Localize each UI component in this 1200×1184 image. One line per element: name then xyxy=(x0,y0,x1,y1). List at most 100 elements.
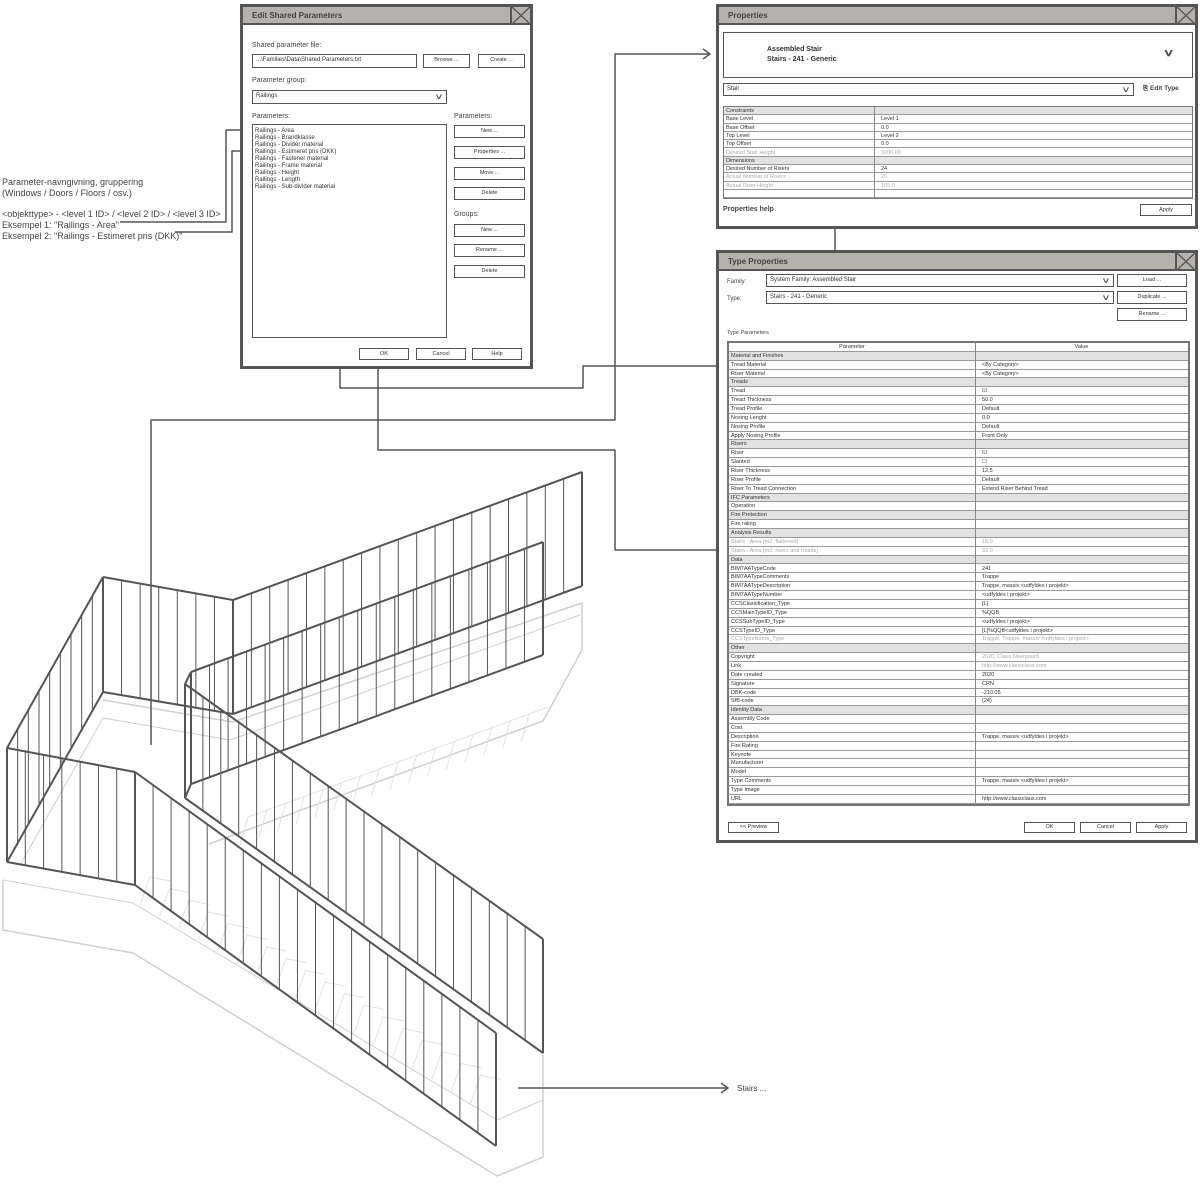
parameter-value[interactable]: 32.0 xyxy=(982,547,993,554)
parameter-value[interactable]: Front Only xyxy=(982,432,1008,439)
parameter-list-item[interactable]: Railings - Length xyxy=(255,177,301,183)
parameter-value[interactable]: 0.0 xyxy=(881,124,889,131)
table-row[interactable]: CCSMainTypeID_Type%QQB xyxy=(729,609,1188,618)
help-button[interactable]: Help xyxy=(472,348,522,360)
parameter-value[interactable]: Trappe, massiv <udfyldes i projekt> xyxy=(982,583,1069,590)
table-row[interactable]: DBK-code-210.05 xyxy=(729,689,1188,698)
parameter-list-item[interactable]: Railings - Area xyxy=(255,128,295,134)
duplicate-button[interactable]: Duplicate ... xyxy=(1117,291,1187,304)
table-row[interactable]: Manufacturer xyxy=(729,759,1188,769)
table-row[interactable]: Slanted☐ xyxy=(729,458,1188,468)
parameter-value[interactable]: ☑ xyxy=(982,388,987,395)
parameter-value[interactable]: ☑ xyxy=(982,450,987,457)
close-icon[interactable] xyxy=(1175,6,1195,25)
table-row[interactable]: BIM7AATypeNumber<udfyldes i projekt> xyxy=(729,591,1188,600)
parameter-button[interactable]: Move ... xyxy=(454,167,525,180)
parameter-value[interactable]: http://www.clausclaus.com xyxy=(982,795,1047,802)
parameter-list-item[interactable]: Railings - Brandklasse xyxy=(255,135,315,141)
parameter-value[interactable]: (24) xyxy=(982,698,992,705)
parameter-value[interactable]: <By Category> xyxy=(982,361,1019,368)
create-button[interactable]: Create ... xyxy=(478,54,525,68)
table-row[interactable]: Assembly Code xyxy=(729,715,1188,724)
table-row[interactable]: Cost xyxy=(729,724,1188,733)
parameter-value[interactable]: <udfyldes i projekt> xyxy=(982,592,1030,599)
file-path-input[interactable]: ...\Families\Data\Shared Parameters.txt xyxy=(252,54,417,68)
table-row[interactable]: CCSTypeID_Type[L]%QQB<udfyldes i projekt… xyxy=(729,627,1188,636)
close-icon[interactable] xyxy=(1175,252,1195,271)
parameter-value[interactable]: 18.0 xyxy=(982,538,993,545)
parameter-list-item[interactable]: Railings - Estimeret pris (DKK) xyxy=(255,149,337,155)
edit-type-button[interactable]: ⎘ Edit Type xyxy=(1143,85,1179,93)
type-selector[interactable]: Assembled Stair Stairs - 241 - Generic ∨ xyxy=(723,32,1193,78)
table-row[interactable]: Tread☑ xyxy=(729,387,1188,397)
parameter-value[interactable]: [L]%QQB<udfyldes i projekt> xyxy=(982,627,1053,634)
parameter-value[interactable]: 0.0 xyxy=(881,141,889,148)
apply-button[interactable]: Apply xyxy=(1136,822,1187,833)
parameter-button[interactable]: New ... xyxy=(454,125,525,138)
category-filter-select[interactable]: Stair∨ xyxy=(723,83,1134,96)
parameter-value[interactable]: Trappe, massiv <udfyldes i projekt> xyxy=(982,733,1069,740)
parameter-value[interactable]: Trappe xyxy=(982,574,1000,581)
apply-button[interactable]: Apply xyxy=(1140,204,1192,216)
parameter-button[interactable]: Properties ... xyxy=(454,146,525,159)
parameter-value[interactable]: [L] xyxy=(982,600,989,607)
parameter-value[interactable]: 3200.00 xyxy=(881,149,901,156)
table-row[interactable]: Fire rating xyxy=(729,520,1188,530)
properties-help-link[interactable]: Properties help xyxy=(723,206,774,213)
type-select[interactable]: Stairs - 241 - Generic∨ xyxy=(766,291,1114,304)
parameter-value[interactable]: 241 xyxy=(982,565,992,572)
parameter-value[interactable]: Default xyxy=(982,406,1000,413)
parameter-list-item[interactable]: Railings - Divider material xyxy=(255,142,324,148)
family-select[interactable]: System Family: Assembled Stair∨ xyxy=(766,274,1114,287)
table-row[interactable]: CCSSubTypeID_Type<udfyldes i projekt> xyxy=(729,618,1188,627)
parameter-value[interactable]: 2020 xyxy=(982,671,995,678)
group-button[interactable]: New ... xyxy=(454,224,525,237)
table-row[interactable]: Keynote xyxy=(729,751,1188,760)
parameter-list-item[interactable]: Railings - Height xyxy=(255,170,300,176)
close-icon[interactable] xyxy=(510,6,530,25)
preview-button[interactable]: << Preview xyxy=(728,822,779,833)
table-row[interactable]: Riser Material<By Category> xyxy=(729,370,1188,379)
parameter-value[interactable]: 20 xyxy=(881,174,888,181)
cancel-button[interactable]: Cancel xyxy=(416,348,466,360)
table-row[interactable]: Riser☑ xyxy=(729,449,1188,459)
table-row[interactable]: Tread Material<By Category> xyxy=(729,361,1188,370)
group-button[interactable]: Rename ... xyxy=(454,244,525,257)
rename-button[interactable]: Rename ... xyxy=(1117,308,1187,321)
parameter-list-item[interactable]: Railings - Frame material xyxy=(255,163,323,169)
table-row[interactable]: Stairs - Area (m2, flattened)18.0 xyxy=(729,538,1188,547)
parameter-value[interactable]: Trappe, massiv <udfyldes i projekt> xyxy=(982,778,1069,785)
parameter-value[interactable]: Level 1 xyxy=(881,116,899,123)
group-button[interactable]: Delete xyxy=(454,265,525,278)
parameter-value[interactable]: ☐ xyxy=(982,459,987,466)
parameter-value[interactable]: %QQB xyxy=(982,609,1000,616)
parameter-group-select[interactable]: Railings∨ xyxy=(252,90,447,104)
parameter-button[interactable]: Delete xyxy=(454,187,525,200)
parameter-value[interactable]: Trappe, Trappe, massiv <udfyldes i proje… xyxy=(982,636,1089,643)
table-row[interactable]: Model xyxy=(729,768,1188,778)
parameter-value[interactable]: 50.0 xyxy=(982,397,993,404)
parameter-value[interactable]: 165.0 xyxy=(881,182,895,189)
table-row[interactable]: SfB-code(24) xyxy=(729,697,1188,707)
parameter-value[interactable]: Default xyxy=(982,476,1000,483)
load-button[interactable]: Load ... xyxy=(1117,274,1187,287)
ok-button[interactable]: OK xyxy=(359,348,409,360)
